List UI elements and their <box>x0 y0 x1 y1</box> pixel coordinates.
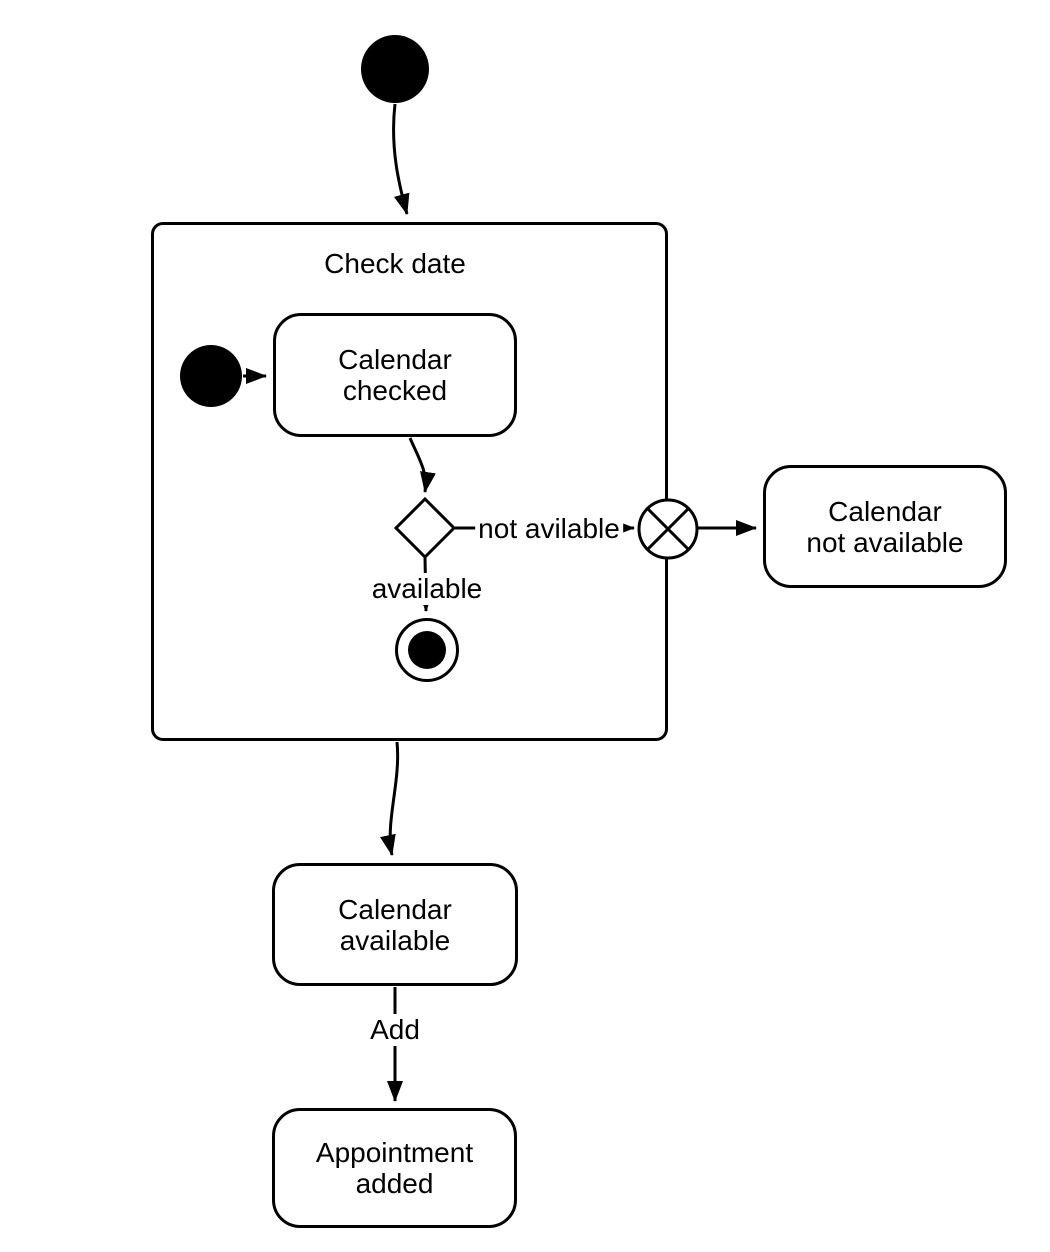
state-calendar-available-label: Calendar available <box>338 893 452 956</box>
state-calendar-not-available: Calendar not available <box>763 465 1007 588</box>
edge-label-add: Add <box>367 1014 423 1046</box>
final-state-icon <box>395 618 459 682</box>
state-calendar-not-available-label: Calendar not available <box>806 495 964 558</box>
edge-label-available: available <box>368 573 486 605</box>
state-appointment-added: Appointment added <box>272 1108 517 1228</box>
composite-state-title: Check date <box>324 248 466 279</box>
state-appointment-added-label: Appointment added <box>315 1137 474 1199</box>
edge-label-not-avilable: not avilable <box>475 513 623 545</box>
state-calendar-available: Calendar available <box>272 863 518 986</box>
initial-state-icon <box>361 35 429 103</box>
edge-check-date-to-calendar-available <box>380 741 400 856</box>
edge-initial-to-check-date <box>392 103 410 215</box>
state-calendar-checked-label: Calendar checked <box>338 344 452 406</box>
final-state-dot <box>408 631 446 669</box>
state-calendar-checked: Calendar checked <box>273 313 517 437</box>
inner-initial-state-icon <box>180 345 242 407</box>
